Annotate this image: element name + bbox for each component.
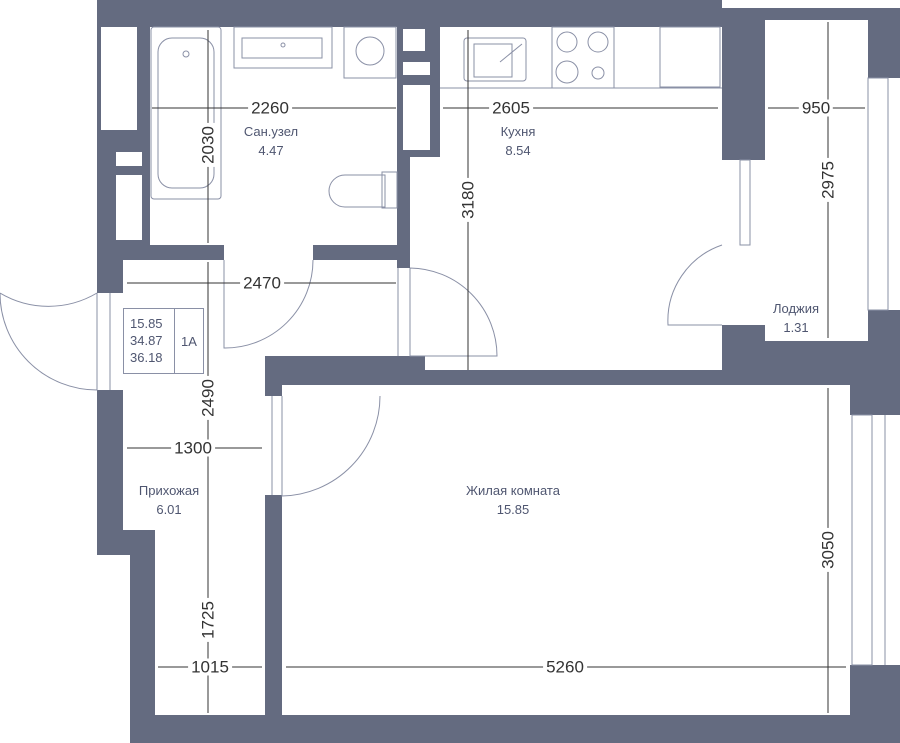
dim-loggia-height: 2975 — [819, 158, 838, 202]
dim-hall-width: 1300 — [171, 439, 215, 457]
dim-kitchen-height: 3180 — [459, 178, 478, 222]
dim-hall-lower-height: 1725 — [199, 598, 218, 642]
wall-kitchen-loggia — [722, 20, 765, 160]
toilet-icon — [328, 174, 386, 208]
bathtub-icon — [150, 26, 222, 200]
total-area: 34.87 — [130, 333, 163, 348]
kitchen-window — [739, 159, 751, 246]
living-area: 15.85 — [130, 316, 163, 331]
entrance-door — [0, 292, 98, 391]
wall-loggia-right-top — [868, 8, 900, 78]
dim-bath-height: 2030 — [199, 123, 218, 167]
living-room-door — [281, 395, 381, 497]
wall-right-top — [850, 385, 900, 415]
sink-icon — [463, 37, 527, 82]
dim-kitchen-width: 2605 — [489, 99, 533, 117]
wall-partition-top — [265, 356, 282, 396]
kitchen-door — [409, 267, 498, 357]
washbasin-icon — [233, 26, 333, 69]
wall-partition — [265, 495, 282, 715]
dim-living-height: 3050 — [819, 528, 838, 572]
wall-living-top-left — [265, 356, 425, 385]
wall-top-loggia — [722, 8, 900, 20]
dim-bath-width: 2260 — [248, 99, 292, 117]
wall-hall-left-top — [97, 260, 123, 293]
wall-living-top — [425, 370, 850, 385]
wall-hall-left — [97, 390, 123, 555]
dim-corridor-width: 2470 — [240, 274, 284, 292]
wall-bath-bottom-right — [313, 245, 410, 260]
loggia-door — [667, 244, 723, 326]
fridge-icon — [659, 26, 721, 88]
apartment-info-box: 15.85 34.87 36.18 1А — [123, 308, 204, 374]
wall-top — [97, 0, 722, 27]
apartment-type: 1А — [174, 309, 203, 373]
dim-loggia-width: 950 — [798, 99, 834, 117]
bathroom-door — [223, 259, 314, 349]
wall-bath-bottom-left — [97, 245, 224, 260]
drain-icon — [182, 50, 190, 58]
living-window — [851, 414, 873, 666]
total-with-loggia: 36.18 — [130, 350, 163, 365]
loggia-window — [867, 77, 889, 311]
dim-living-width: 5260 — [543, 658, 587, 676]
wall-bath-kitchen — [397, 150, 410, 268]
dim-hall-height: 2490 — [199, 376, 218, 420]
fixtures — [150, 26, 722, 209]
stove-icon — [551, 26, 615, 89]
shafts — [101, 27, 430, 240]
dim-hall-lower-width: 1015 — [188, 658, 232, 676]
washing-machine-icon — [343, 26, 397, 79]
wall-bottom — [130, 715, 900, 743]
wall-loggia-right-bottom — [868, 310, 900, 385]
wall-hall-left-bottom — [130, 530, 155, 743]
doors — [0, 77, 889, 666]
wall-right-bottom — [850, 665, 900, 743]
